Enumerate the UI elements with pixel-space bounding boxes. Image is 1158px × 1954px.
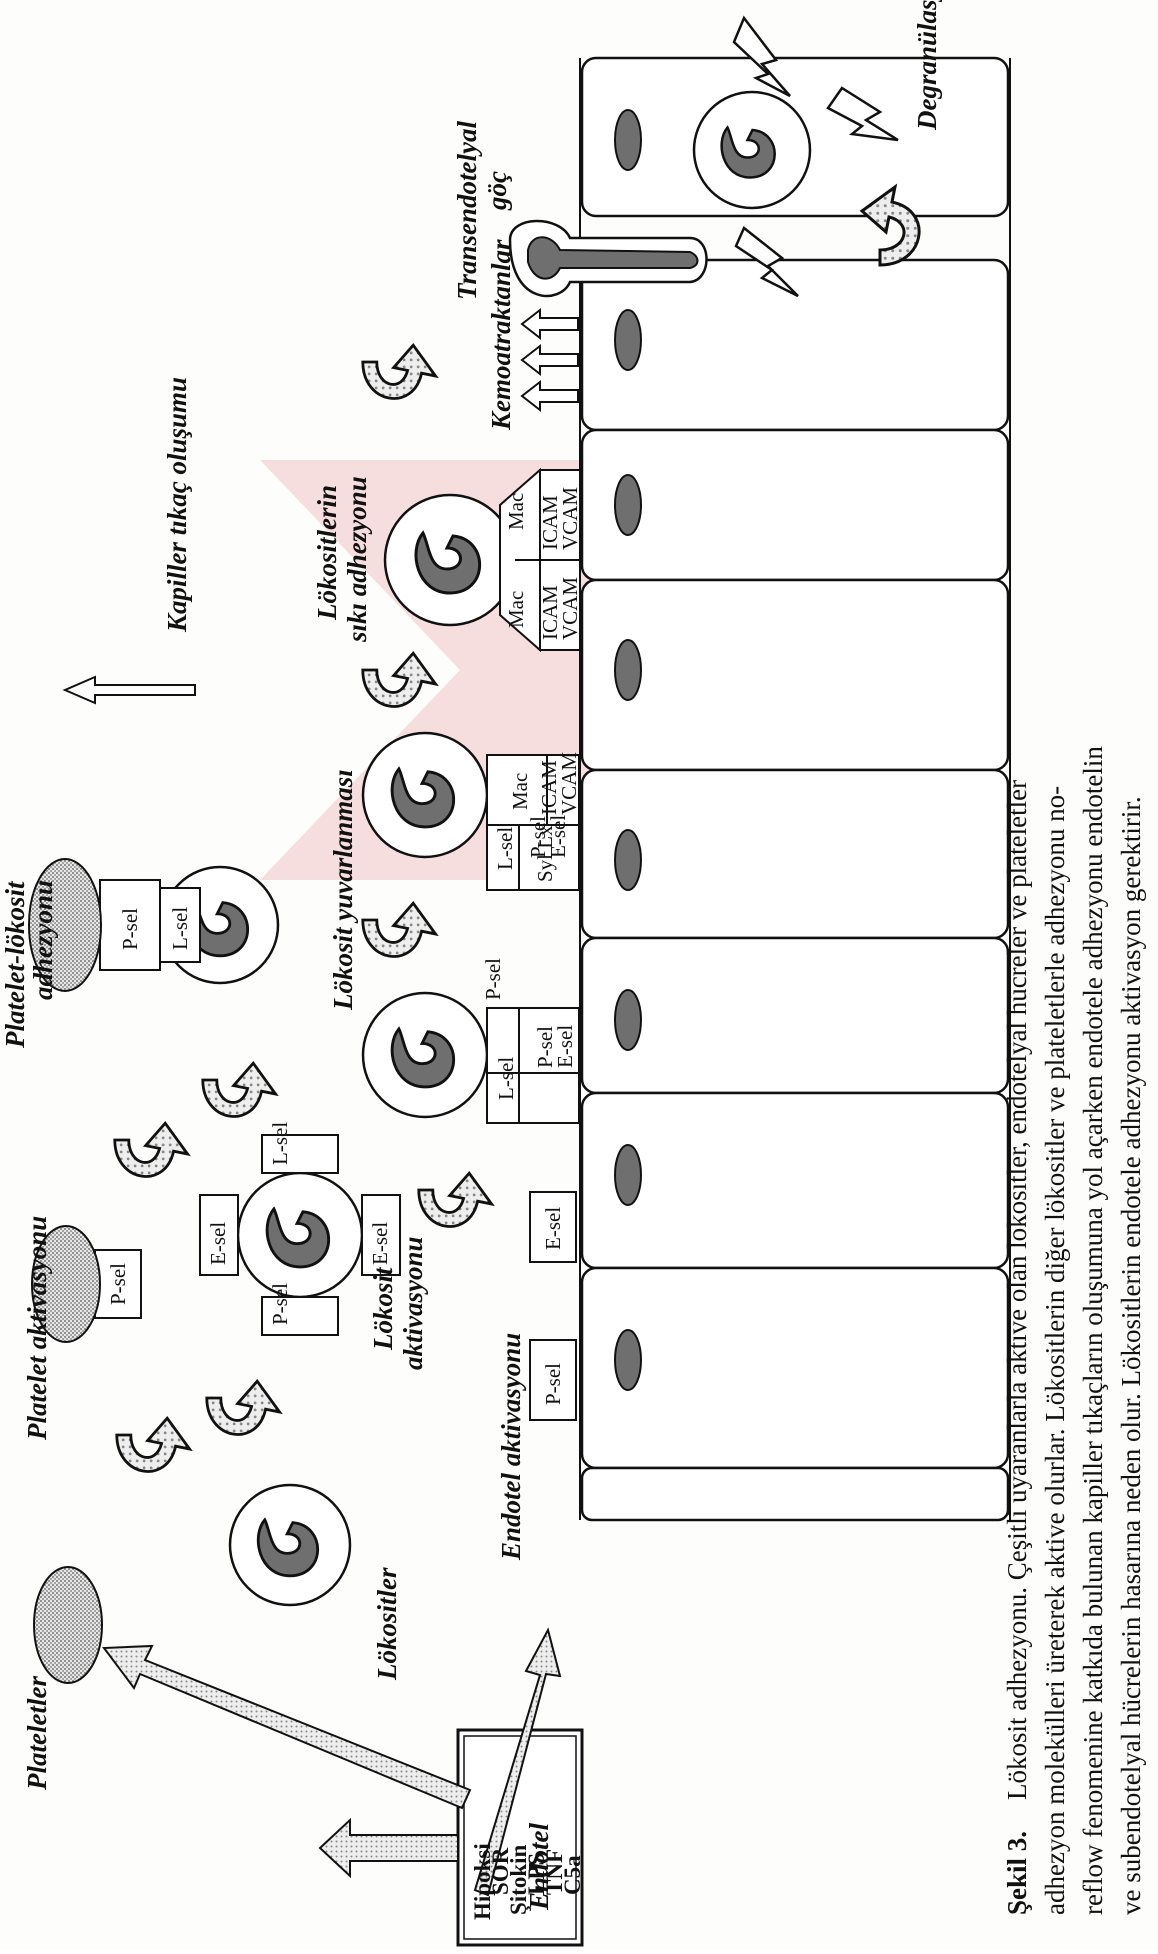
platelet-leukocyte-complex bbox=[29, 859, 278, 991]
mol-mac: Mac bbox=[504, 493, 528, 530]
label-lokosit-aktivasyonu-2: aktivasyonu bbox=[398, 1236, 428, 1370]
endothelial-nucleus bbox=[615, 110, 641, 170]
degranulating-leukocyte bbox=[694, 92, 810, 208]
capillary-arrow bbox=[65, 677, 195, 703]
label-siki-adhezyon-1: Lökositlerin bbox=[312, 485, 342, 621]
curved-arrow-icon bbox=[115, 1123, 188, 1176]
mol-e-sel: E-sel bbox=[368, 1222, 392, 1265]
mol-e-sel: E-sel bbox=[206, 1222, 230, 1265]
label-platelet-aktivasyonu: Platelet aktivasyonu bbox=[22, 1216, 52, 1441]
caption-line-1: Lökosit adhezyonu. Çeşitli uyaranlarla a… bbox=[1002, 780, 1032, 1800]
label-kapiller-tikac: Kapiller tıkaç oluşumu bbox=[162, 377, 192, 633]
caption-line-3: reflow fenomenine katkıda bulunan kapill… bbox=[1078, 746, 1108, 1915]
mol-mac: Mac bbox=[508, 773, 532, 810]
label-transendotelyal-1: Transendotelyal bbox=[452, 121, 482, 300]
label-transendotelyal-2: göç bbox=[482, 171, 512, 211]
label-endotel-aktivasyonu: Endotel aktivasyonu bbox=[496, 1333, 526, 1561]
mol-e-sel: E-sel bbox=[541, 1207, 565, 1250]
mol-l-sel: L-sel bbox=[268, 1122, 292, 1165]
resting-leukocyte bbox=[230, 1485, 350, 1605]
endothelial-nucleus bbox=[615, 990, 641, 1050]
endothelial-cell bbox=[582, 1468, 1008, 1520]
label-degranulasyon: Degranülasyon bbox=[912, 0, 942, 131]
mol-mac: Mac bbox=[504, 591, 528, 628]
endothelial-cell bbox=[582, 770, 1008, 938]
mol-vcam: VCAM bbox=[558, 487, 582, 550]
stimulus-c5a: C5a bbox=[560, 1855, 585, 1895]
resting-platelet bbox=[34, 1567, 102, 1683]
mol-p-sel: P-sel bbox=[118, 908, 142, 950]
mol-l-sel: L-sel bbox=[494, 1057, 518, 1100]
caption-line-2: adhezyon molekülleri üreterek aktive olu… bbox=[1040, 786, 1070, 1915]
endothelial-cell bbox=[582, 938, 1008, 1093]
mol-p-sel: P-sel bbox=[268, 1283, 292, 1325]
curved-arrow-icon bbox=[117, 1418, 190, 1471]
label-platelet-lokosit-1: Platelet-lökosit bbox=[0, 880, 30, 1049]
endothelial-nucleus bbox=[615, 310, 641, 370]
label-lokosit-yuvarlanmasi: Lökosit yuvarlanması bbox=[328, 769, 358, 1011]
label-kemoatraktanlar: Kemoatraktanlar bbox=[486, 239, 516, 431]
caption-label: Şekil 3. bbox=[1002, 1831, 1032, 1915]
chemoattractant-arrows bbox=[522, 310, 578, 410]
mol-e-sel: E-sel bbox=[546, 815, 570, 858]
mol-vcam: VCAM bbox=[557, 752, 581, 815]
curved-arrow-icon bbox=[207, 1381, 280, 1434]
label-lokositler: Lökositler bbox=[372, 1567, 402, 1681]
curved-arrow-icon bbox=[363, 653, 436, 706]
caption-line-4: ve subendotelyal hücrelerin hasarına ned… bbox=[1116, 796, 1146, 1915]
endothelial-nucleus bbox=[615, 1330, 641, 1390]
curved-arrow-icon bbox=[363, 345, 436, 398]
capillary-plug-arrow bbox=[148, 710, 188, 760]
mol-e-sel: E-sel bbox=[553, 1025, 577, 1068]
label-lokosit-aktivasyonu-1: Lökosit bbox=[368, 1266, 398, 1351]
endothelial-cell bbox=[582, 430, 1008, 580]
endothelial-nucleus bbox=[615, 1145, 641, 1205]
label-platelet-lokosit-2: adhezyonu bbox=[28, 880, 58, 1000]
label-siki-adhezyon-2: sıkı adhezyonu bbox=[342, 476, 372, 643]
mol-vcam: VCAM bbox=[558, 577, 582, 640]
endothelial-nucleus bbox=[615, 830, 641, 890]
endothelial-cell bbox=[582, 260, 1008, 430]
mol-p-sel: P-sel bbox=[541, 1363, 565, 1405]
endothelial-nucleus bbox=[615, 640, 641, 700]
mol-l-sel: L-sel bbox=[493, 827, 517, 870]
mol-l-sel: L-sel bbox=[168, 907, 192, 950]
endothelial-nucleus bbox=[615, 475, 641, 535]
curved-arrow-icon bbox=[203, 1063, 276, 1116]
mol-p-sel: P-sel bbox=[481, 958, 505, 1000]
endothelial-cell bbox=[582, 1268, 1008, 1468]
curved-arrow-icon bbox=[419, 1173, 492, 1226]
curved-arrow-icon bbox=[363, 903, 436, 956]
endothelial-cell bbox=[582, 580, 1008, 770]
mol-p-sel: P-sel bbox=[106, 1263, 130, 1305]
label-plateletler: Plateletler bbox=[22, 1676, 52, 1791]
endothelial-cell bbox=[582, 1093, 1008, 1268]
figure-caption: Şekil 3. Lökosit adhezyonu. Çeşitli uyar… bbox=[1002, 746, 1146, 1915]
